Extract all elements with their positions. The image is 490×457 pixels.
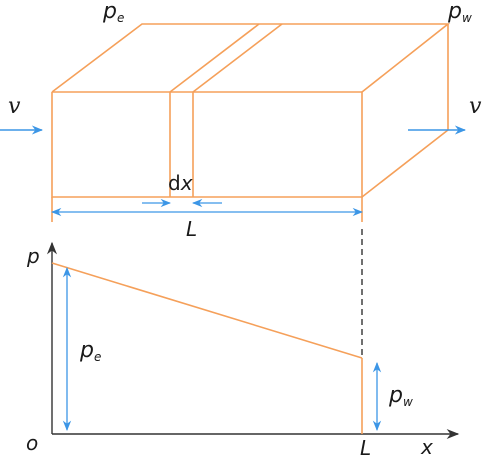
length-label: L [186,217,197,241]
origin-label: o [26,431,38,455]
pressure-profile-line [51,262,363,359]
slice-top-right-edge [192,23,283,93]
velocity-out-label: v [469,94,482,119]
pe-graph-label: pe [79,338,101,364]
velocity-in-label: v [8,94,21,119]
slice-top-left-edge [169,23,260,93]
outlet-pressure-label: pw [447,0,472,25]
dx-label: dx [168,171,193,195]
inlet-pressure-label: pe [102,0,124,25]
x-axis-label: x [420,435,433,457]
block-front-face [51,91,363,198]
pw-graph-label: pw [388,383,413,409]
p-axis-label: p [26,244,40,268]
porous-block [51,23,451,222]
x-end-label: L [360,436,371,457]
block-side-face [361,24,449,198]
block-top-face [51,23,451,93]
